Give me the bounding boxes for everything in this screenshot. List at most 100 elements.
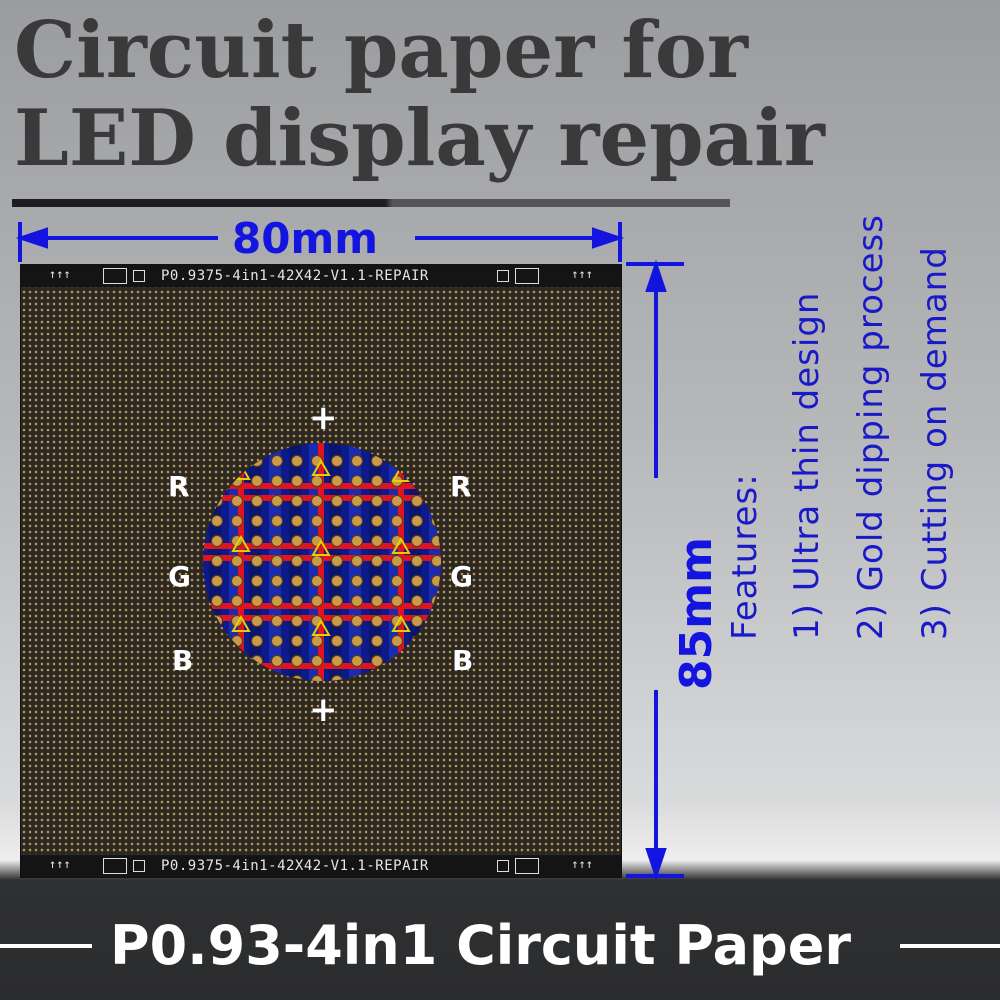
plus-marker-bottom: + bbox=[309, 690, 338, 730]
gold-pad bbox=[311, 675, 323, 681]
gold-pad bbox=[211, 515, 223, 527]
gold-pad bbox=[211, 575, 223, 587]
gold-pad bbox=[431, 575, 441, 587]
footer-line-left bbox=[0, 944, 92, 948]
gold-pad bbox=[251, 535, 263, 547]
gold-pad bbox=[231, 575, 243, 587]
gold-pad bbox=[371, 515, 383, 527]
feature-item: 2) Gold dipping process bbox=[851, 214, 891, 640]
label-r-right: R bbox=[450, 470, 472, 503]
gold-pad bbox=[351, 575, 363, 587]
features-list: Features: 1) Ultra thin design 2) Gold d… bbox=[725, 214, 955, 640]
gold-pad bbox=[371, 635, 383, 647]
pad-marker-icon bbox=[515, 268, 539, 284]
gold-pad bbox=[251, 595, 263, 607]
gold-pad bbox=[411, 515, 423, 527]
gold-pad bbox=[251, 475, 263, 487]
gold-pad bbox=[311, 555, 323, 567]
board-header-strip: ↑↑↑ P0.9375-4in1-42X42-V1.1-REPAIR ↑↑↑ bbox=[21, 265, 621, 287]
gold-pad bbox=[371, 495, 383, 507]
gold-pad bbox=[271, 635, 283, 647]
gold-pad bbox=[351, 495, 363, 507]
gold-pad bbox=[411, 615, 423, 627]
gold-pad bbox=[291, 515, 303, 527]
gold-pad bbox=[251, 555, 263, 567]
gold-pad bbox=[291, 455, 303, 467]
gold-pad bbox=[251, 495, 263, 507]
page-title-line-1: Circuit paper for bbox=[14, 5, 748, 96]
gold-pad bbox=[331, 455, 343, 467]
gold-pad bbox=[271, 615, 283, 627]
gold-pad bbox=[271, 475, 283, 487]
board-label-top: P0.9375-4in1-42X42-V1.1-REPAIR bbox=[161, 268, 429, 284]
gold-pad bbox=[351, 535, 363, 547]
page-title-line-2: LED display repair bbox=[14, 93, 825, 184]
gold-pad bbox=[351, 615, 363, 627]
gold-pad bbox=[291, 595, 303, 607]
arrows-icon: ↑↑↑ bbox=[571, 267, 593, 281]
gold-pad bbox=[371, 615, 383, 627]
label-g-left: G bbox=[168, 560, 191, 593]
height-arrow-top bbox=[645, 259, 667, 292]
pad-marker-icon bbox=[133, 270, 145, 282]
gold-pad bbox=[271, 655, 283, 667]
width-arrow-left bbox=[15, 227, 48, 249]
gold-pad bbox=[351, 595, 363, 607]
gold-pad bbox=[231, 515, 243, 527]
gold-pad bbox=[371, 455, 383, 467]
gold-pad bbox=[431, 555, 441, 567]
yellow-arrow-icon bbox=[311, 618, 331, 636]
gold-pad bbox=[291, 635, 303, 647]
gold-pad bbox=[231, 555, 243, 567]
gold-pad bbox=[331, 475, 343, 487]
gold-pad bbox=[271, 555, 283, 567]
gold-pad bbox=[351, 635, 363, 647]
gold-pad bbox=[411, 495, 423, 507]
magnified-circuit-graphic bbox=[203, 443, 441, 681]
height-arrow-bottom bbox=[645, 848, 667, 881]
gold-pad bbox=[331, 595, 343, 607]
gold-pad bbox=[331, 575, 343, 587]
gold-pad bbox=[411, 555, 423, 567]
pad-marker-icon bbox=[103, 268, 127, 284]
gold-pad bbox=[331, 515, 343, 527]
gold-pad bbox=[271, 515, 283, 527]
gold-pad bbox=[311, 515, 323, 527]
gold-pad bbox=[331, 635, 343, 647]
gold-pad bbox=[371, 555, 383, 567]
gold-pad bbox=[311, 575, 323, 587]
gold-pad bbox=[311, 635, 323, 647]
gold-pad bbox=[391, 595, 403, 607]
label-b-left: B bbox=[172, 644, 194, 677]
gold-pad bbox=[351, 515, 363, 527]
gold-pad bbox=[211, 535, 223, 547]
yellow-arrow-icon bbox=[231, 534, 251, 552]
arrows-icon: ↑↑↑ bbox=[571, 857, 593, 871]
board-label-bottom: P0.9375-4in1-42X42-V1.1-REPAIR bbox=[161, 858, 429, 874]
gold-pad bbox=[371, 595, 383, 607]
feature-item: 1) Ultra thin design bbox=[787, 291, 827, 640]
height-dimension: 85mm bbox=[670, 537, 722, 690]
gold-pad bbox=[351, 555, 363, 567]
gold-pad bbox=[291, 555, 303, 567]
gold-pad bbox=[351, 455, 363, 467]
gold-pad bbox=[331, 495, 343, 507]
width-arrow-right bbox=[592, 227, 625, 249]
pad-marker-icon bbox=[103, 858, 127, 874]
yellow-arrow-icon bbox=[231, 614, 251, 632]
gold-pad bbox=[291, 535, 303, 547]
gold-pad bbox=[391, 575, 403, 587]
yellow-arrow-icon bbox=[391, 536, 411, 554]
gold-pad bbox=[251, 515, 263, 527]
gold-pad bbox=[331, 655, 343, 667]
label-b-right: B bbox=[452, 644, 474, 677]
gold-pad bbox=[391, 495, 403, 507]
arrows-icon: ↑↑↑ bbox=[49, 857, 71, 871]
label-g-right: G bbox=[450, 560, 473, 593]
feature-item: 3) Cutting on demand bbox=[915, 246, 955, 640]
gold-pad bbox=[351, 655, 363, 667]
gold-pad bbox=[411, 595, 423, 607]
gold-pad bbox=[251, 615, 263, 627]
